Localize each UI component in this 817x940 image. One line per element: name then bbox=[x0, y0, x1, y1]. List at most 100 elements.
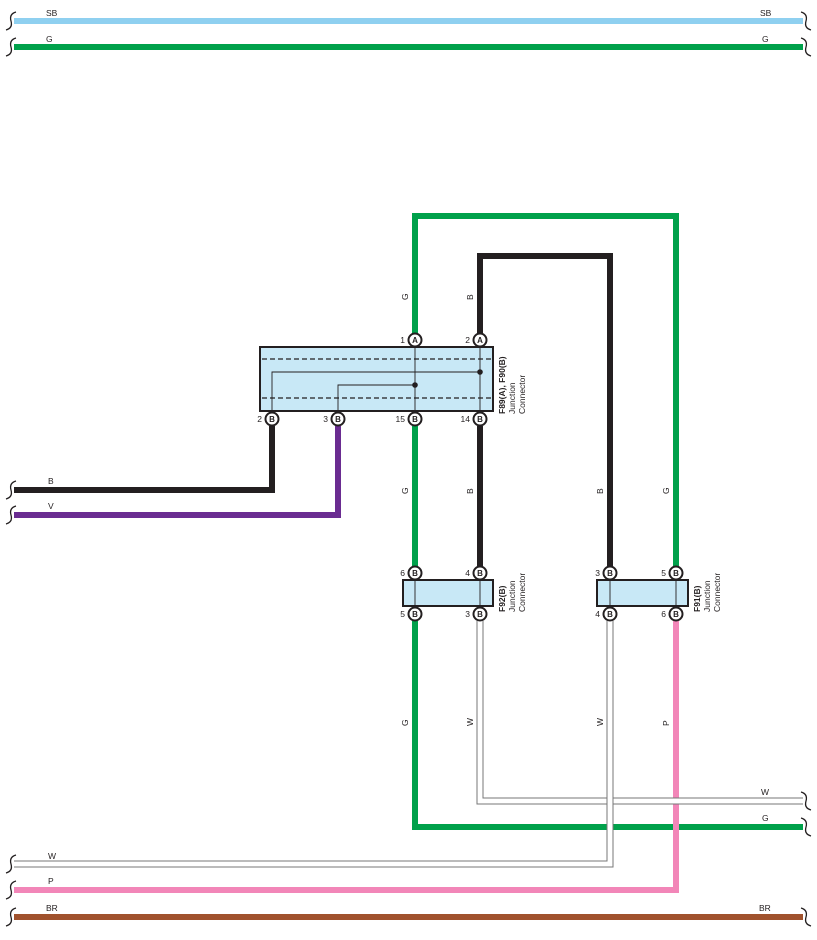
top-bus: SB SB G G bbox=[14, 8, 803, 50]
connector-f91-pin-5[interactable]: B 5 bbox=[661, 565, 684, 581]
break-right-sb bbox=[800, 11, 812, 31]
connector-f92-pin-3[interactable]: B 3 bbox=[465, 606, 488, 622]
pin-letter: B bbox=[269, 415, 275, 424]
pin-number: 14 bbox=[461, 414, 471, 424]
bus-label-g-bottom-right: G bbox=[762, 813, 769, 823]
connector-f91: B 3 B 5 B 4 B 6 F91(B) Junction Connecto… bbox=[595, 565, 722, 622]
wire-label-g-right: G bbox=[661, 487, 671, 494]
pin-letter: B bbox=[477, 569, 483, 578]
bus-label-b-left: B bbox=[48, 476, 54, 486]
connector-f92-name: F92(B) bbox=[497, 585, 507, 612]
connector-f92-pin-4[interactable]: B 4 bbox=[465, 565, 488, 581]
connector-f92-pin-5[interactable]: B 5 bbox=[400, 606, 423, 622]
wire-runs bbox=[14, 213, 803, 920]
connector-f89-desc2: Connector bbox=[517, 375, 527, 414]
wire-v-left bbox=[14, 426, 341, 518]
connector-f91-pin-6[interactable]: B 6 bbox=[661, 606, 684, 622]
break-left-v bbox=[5, 505, 17, 525]
wire-w-f91-core bbox=[14, 621, 613, 867]
connector-f89-internal bbox=[271, 347, 481, 411]
white-wires bbox=[14, 621, 803, 868]
pin-letter: A bbox=[412, 336, 418, 345]
break-left-w bbox=[5, 854, 17, 874]
pin-number: 4 bbox=[465, 568, 470, 578]
pin-letter: B bbox=[335, 415, 341, 424]
break-left-br bbox=[5, 907, 17, 927]
pin-letter: B bbox=[607, 569, 613, 578]
pin-letter: B bbox=[412, 415, 418, 424]
bus-label-sb-left: SB bbox=[46, 8, 58, 18]
wire-label-b-right: B bbox=[595, 488, 605, 494]
connector-f92-desc1: Junction bbox=[507, 580, 517, 612]
pin-number: 5 bbox=[661, 568, 666, 578]
pin-number: 3 bbox=[323, 414, 328, 424]
wire-label-b-top: B bbox=[465, 294, 475, 300]
connector-f91-name: F91(B) bbox=[692, 585, 702, 612]
connector-f89-pin-15-bottom[interactable]: B 15 bbox=[396, 411, 423, 427]
wire-g-top-loop bbox=[412, 213, 679, 573]
bus-label-sb-right: SB bbox=[760, 8, 772, 18]
connector-f91-desc2: Connector bbox=[712, 573, 722, 612]
wire-label-g-mid: G bbox=[400, 487, 410, 494]
connector-f91-pin-4[interactable]: B 4 bbox=[595, 606, 618, 622]
wire-p-bottom bbox=[14, 621, 679, 893]
bus-label-g-left: G bbox=[46, 34, 53, 44]
splice-dot-g bbox=[412, 382, 418, 388]
pin-number: 3 bbox=[595, 568, 600, 578]
pin-number: 6 bbox=[400, 568, 405, 578]
connector-f92-body bbox=[402, 579, 494, 607]
pin-letter: B bbox=[607, 610, 613, 619]
pin-letter: B bbox=[477, 415, 483, 424]
pin-letter: A bbox=[477, 336, 483, 345]
pin-number: 2 bbox=[465, 335, 470, 345]
connector-f89-pin-3-bottom[interactable]: B 3 bbox=[323, 411, 346, 427]
wire-labels: G B G B B G G W W P B V W G W P BR BR bbox=[46, 293, 771, 913]
connector-f89-pin-14-bottom[interactable]: B 14 bbox=[461, 411, 488, 427]
connector-f89-name: F89(A), F90(B) bbox=[497, 356, 507, 414]
connector-f91-desc1: Junction bbox=[702, 580, 712, 612]
wire-label-g-top: G bbox=[400, 293, 410, 300]
break-left-g bbox=[5, 37, 17, 57]
connector-f89-body bbox=[259, 346, 494, 412]
break-right-g bbox=[800, 37, 812, 57]
connector-f89-desc1: Junction bbox=[507, 382, 517, 414]
bus-label-w-right: W bbox=[761, 787, 769, 797]
connector-f89-pin-2-top[interactable]: A 2 bbox=[465, 332, 488, 348]
pin-number: 2 bbox=[257, 414, 262, 424]
break-right-br bbox=[800, 907, 812, 927]
wire-label-w-low: W bbox=[465, 718, 475, 726]
bus-label-v-left: V bbox=[48, 501, 54, 511]
connector-f89-pin-2-bottom[interactable]: B 2 bbox=[257, 411, 280, 427]
connector-f89-caption: F89(A), F90(B) Junction Connector bbox=[497, 356, 527, 414]
break-right-g-bottom bbox=[800, 817, 812, 837]
pin-number: 6 bbox=[661, 609, 666, 619]
pin-number: 5 bbox=[400, 609, 405, 619]
pin-letter: B bbox=[412, 610, 418, 619]
wire-label-p-low: P bbox=[661, 720, 671, 726]
connector-f92-pin-6[interactable]: B 6 bbox=[400, 565, 423, 581]
connector-f92-desc2: Connector bbox=[517, 573, 527, 612]
pin-letter: B bbox=[673, 610, 679, 619]
connector-f89-f90: A 1 A 2 B 2 B 3 B 15 B 14 bbox=[257, 332, 527, 427]
wire-w-f92 bbox=[476, 621, 803, 805]
bus-label-g-right: G bbox=[762, 34, 769, 44]
connector-f91-caption: F91(B) Junction Connector bbox=[692, 573, 722, 612]
connector-f91-pin-3[interactable]: B 3 bbox=[595, 565, 618, 581]
pin-number: 1 bbox=[400, 335, 405, 345]
pin-letter: B bbox=[412, 569, 418, 578]
bus-label-br-left: BR bbox=[46, 903, 58, 913]
connector-f92-caption: F92(B) Junction Connector bbox=[497, 573, 527, 612]
connector-f91-body bbox=[596, 579, 689, 607]
wire-b-top-loop bbox=[477, 253, 613, 573]
pin-letter: B bbox=[477, 610, 483, 619]
bus-label-w-left: W bbox=[48, 851, 56, 861]
bus-label-br-right: BR bbox=[759, 903, 771, 913]
connector-f92: B 6 B 4 B 5 B 3 F92(B) Junction Connecto… bbox=[400, 565, 527, 622]
break-marks bbox=[5, 11, 812, 927]
pin-number: 15 bbox=[396, 414, 406, 424]
break-right-w bbox=[800, 791, 812, 811]
connector-f89-pin-1-top[interactable]: A 1 bbox=[400, 332, 423, 348]
wire-label-b-mid: B bbox=[465, 488, 475, 494]
bus-label-p-left: P bbox=[48, 876, 54, 886]
